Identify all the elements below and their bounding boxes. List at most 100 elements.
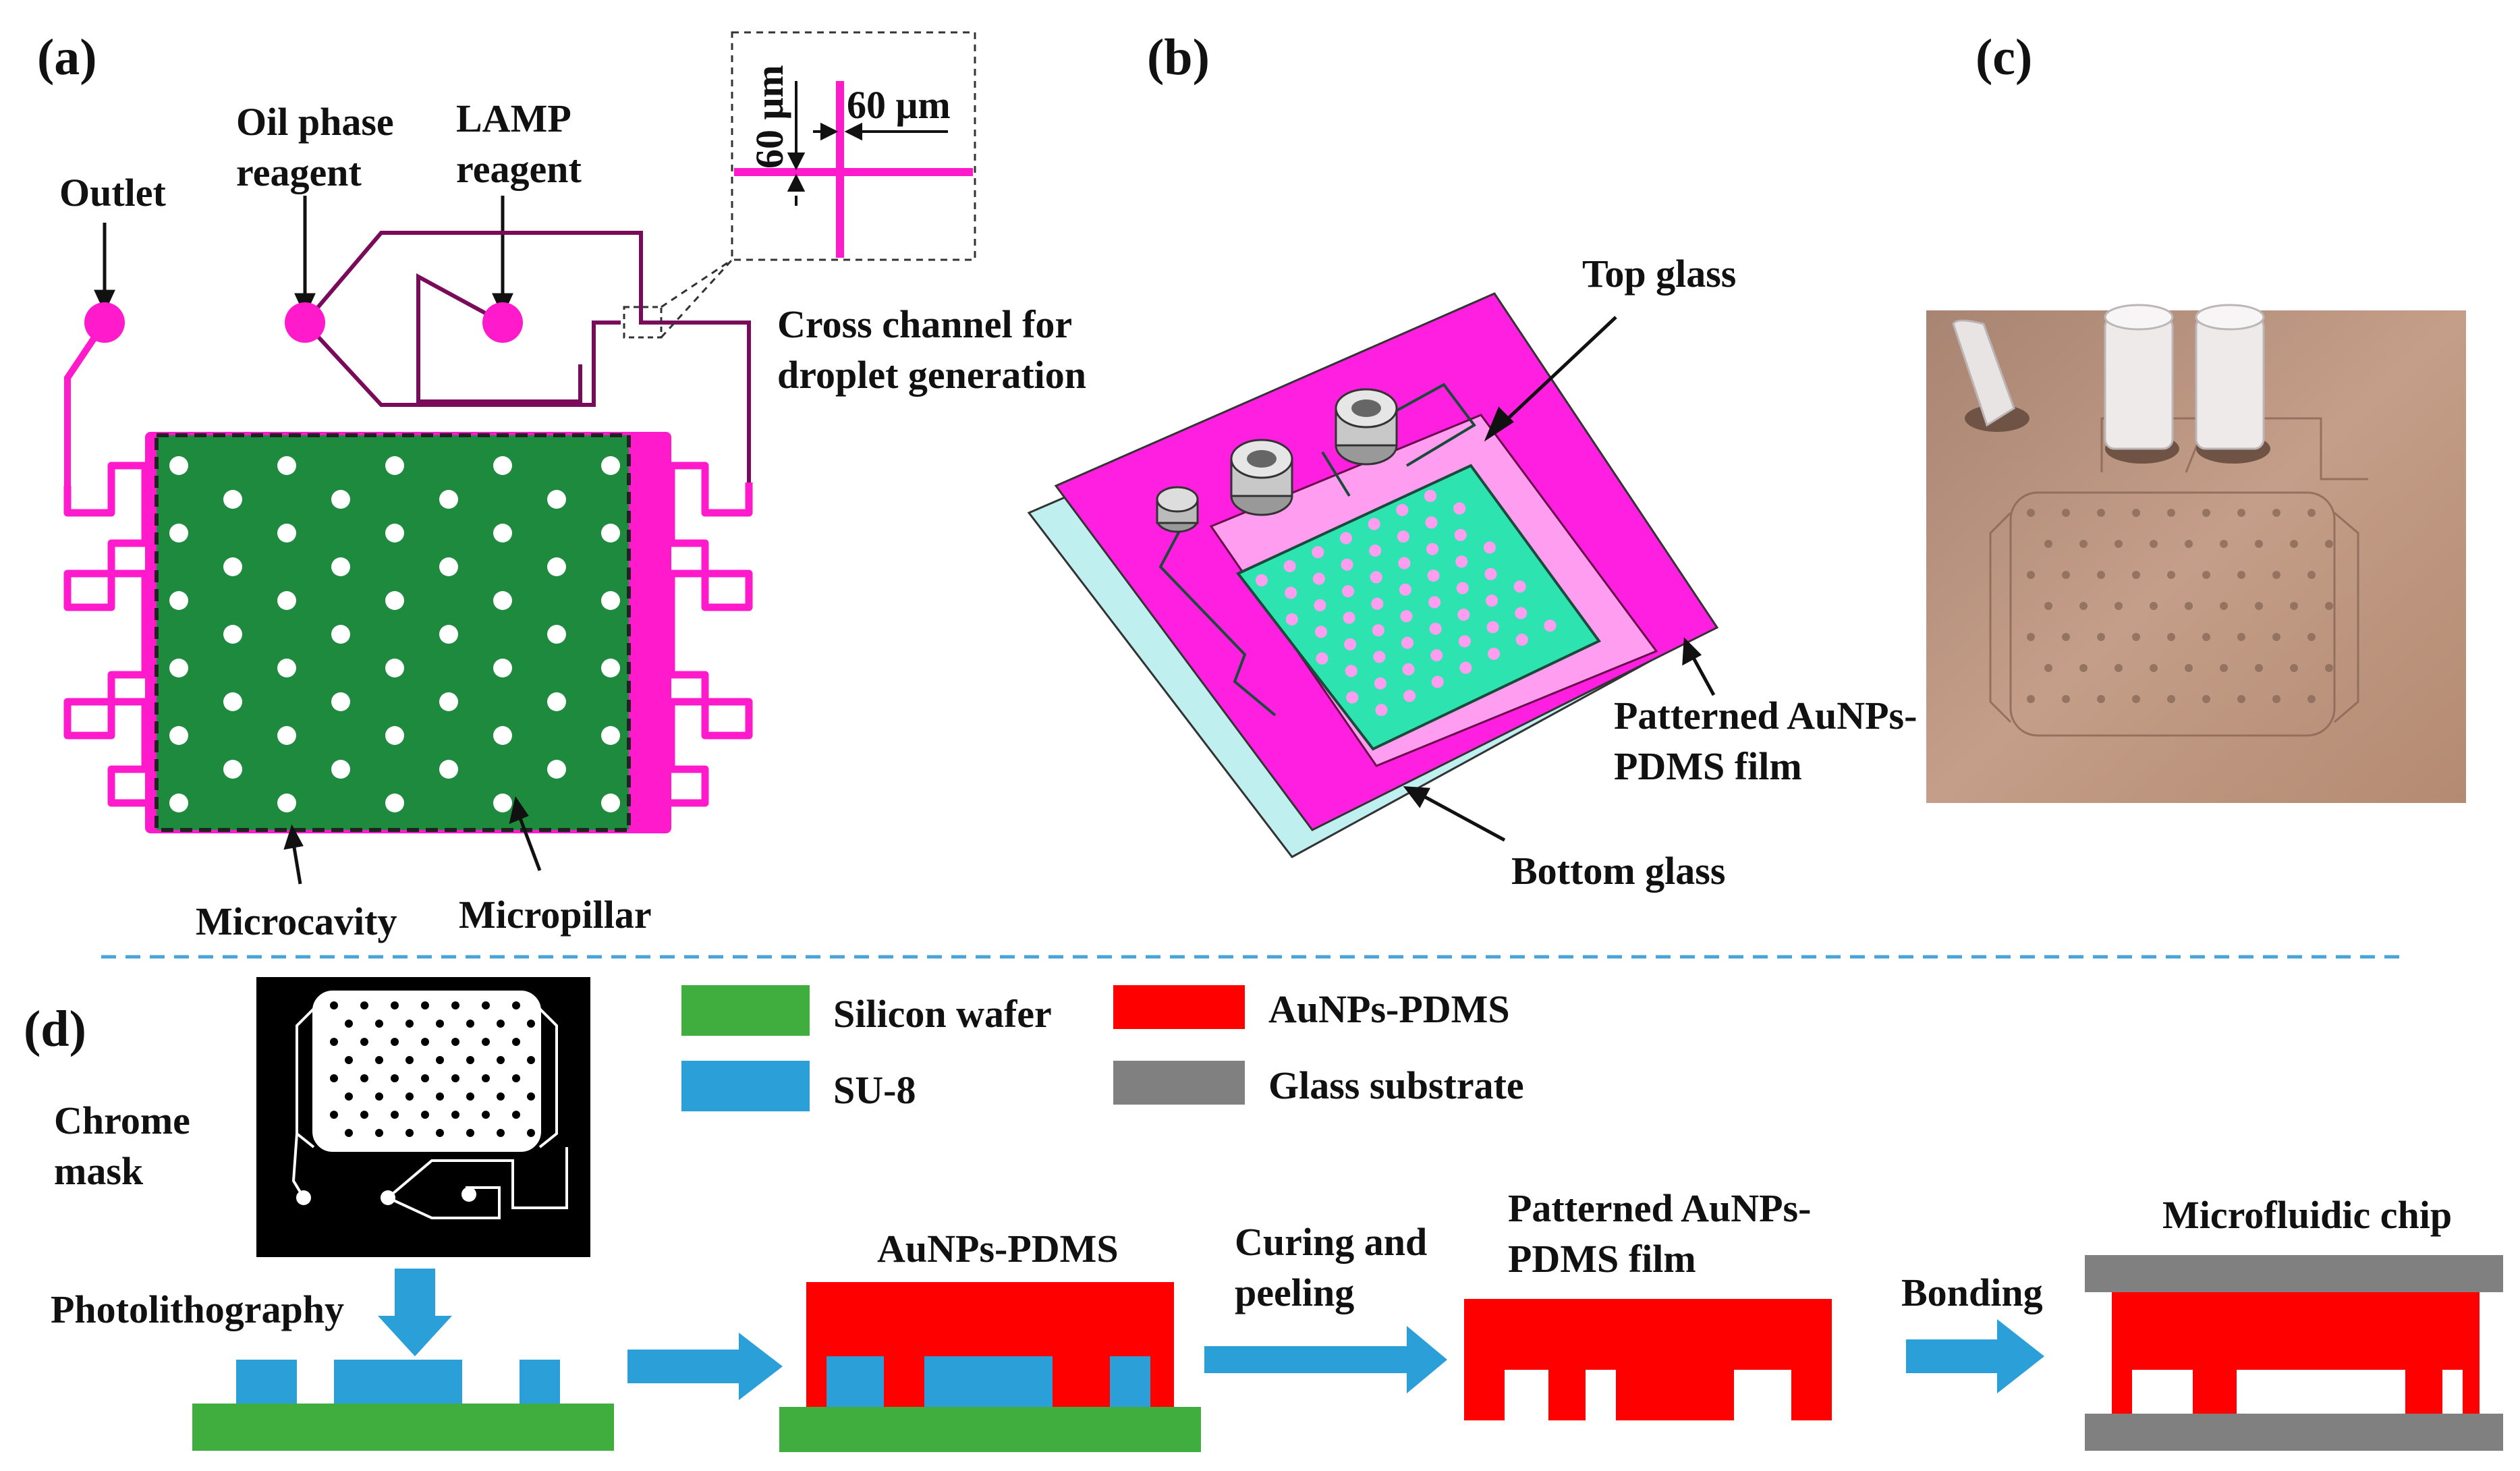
film-label-line1: Patterned AuNPs- [1614,694,1917,738]
legend-label-glass: Glass substrate [1268,1063,1524,1107]
bottom-glass-label: Bottom glass [1511,849,1725,893]
pillar-dot [405,1020,414,1028]
pillar-dot [2027,633,2035,641]
pillar-dot [1316,652,1328,665]
pillar-dot [547,692,566,711]
pillar-dot [436,1092,444,1101]
pillar-dot [2220,540,2228,548]
pillar-dot [2272,695,2280,703]
pillar-dot [2237,509,2245,517]
pillar-dot [2307,571,2316,579]
pillar-dot [1314,626,1327,638]
pillar-dot [1424,490,1436,502]
pillar-dot [2290,664,2298,672]
pillar-dot [330,1111,338,1119]
film-d-label-line2: PDMS film [1508,1237,1696,1281]
pillar-dot [1513,580,1526,593]
pillar-dot [2202,633,2210,641]
pillar-dot [2079,540,2088,548]
step-casting [779,1282,1201,1452]
panel-b-label: (b) [1147,29,1210,86]
curing-label-line1: Curing and [1235,1220,1427,1264]
chrome-mask-label-line2: mask [54,1149,144,1193]
panel-c-label: (c) [1976,29,2032,86]
panel-d-label: (d) [24,1001,86,1057]
pillar-dot [385,794,404,812]
pillar-dot [2272,633,2280,641]
pillar-dot [331,625,350,644]
pillar-dot [2097,509,2105,517]
pillar-dot [547,760,566,779]
micropillar-array [169,456,620,812]
pillar-dot [2237,571,2245,579]
pillar-dot [466,1092,474,1101]
pillar-dot [2307,695,2316,703]
pillar-dot [169,524,188,543]
pillar-dot [1256,574,1268,586]
pillar-dot [1312,572,1325,585]
oil-inlet-port [285,302,325,343]
pillar-dot [547,625,566,644]
pillar-dot [2079,664,2088,672]
pillar-dot [547,490,566,509]
pillar-dot [1515,607,1528,619]
pillar-dot [512,1111,520,1119]
pillar-dot [1402,663,1415,676]
pillar-dot [1488,647,1501,660]
pillar-dot [1431,675,1444,688]
pillar-dot [2220,664,2228,672]
pillar-dot [1372,624,1384,637]
down-arrow [378,1269,452,1356]
casting-label: AuNPs-PDMS [877,1227,1119,1271]
pillar-dot [482,1111,490,1119]
pillar-dot [1486,621,1499,634]
legend-swatch-glass [1113,1061,1245,1105]
pillar-dot [331,557,350,576]
pillar-dot [1403,690,1416,702]
curing-label-line2: peeling [1235,1271,1354,1314]
pillar-dot [1346,691,1359,704]
pillar-dot [2202,571,2210,579]
pillar-dot [385,524,404,543]
pillar-dot [493,456,512,475]
bonding-label: Bonding [1901,1271,2043,1314]
pillar-dot [451,1038,459,1046]
pillar-dot [2150,664,2158,672]
pillar-dot [527,1092,535,1101]
pillar-dot [330,1038,338,1046]
pillar-dot [2167,509,2175,517]
film-d-label-line1: Patterned AuNPs- [1508,1186,1811,1230]
legend-swatch-silicon [681,985,810,1036]
pillar-dot [391,1038,399,1046]
pillar-dot [2097,695,2105,703]
pillar-dot [2062,509,2070,517]
oil-phase-label-line2: reagent [236,150,362,194]
pillar-dot [1427,570,1440,582]
pillar-dot [1459,661,1472,674]
pillar-dot [223,760,242,779]
pillar-dot [1515,634,1528,646]
inset-horizontal-label: 60 μm [847,83,951,127]
pillar-dot [345,1129,353,1137]
pillar-dot [493,794,512,812]
pillar-dot [1314,599,1326,612]
pillar-dot [2290,602,2298,610]
pillar-dot [1345,665,1357,677]
pillar-dot [1396,503,1409,516]
pillar-dot [345,1092,353,1101]
pillar-dot [1429,622,1442,635]
inset-vertical-label: 60 μm [748,65,791,169]
pillar-dot [375,1020,383,1028]
pillar-dot [277,726,296,745]
pillar-dot [1398,557,1411,570]
pillar-dot [1457,608,1470,621]
pillar-dot [2255,540,2263,548]
pillar-dot [482,1038,490,1046]
pillar-dot [391,1074,399,1082]
pillar-dot [2325,540,2333,548]
pillar-dot [2167,695,2175,703]
pillar-dot [1368,518,1380,530]
pillar-dot [1426,543,1439,555]
pillar-dot [2079,602,2088,610]
